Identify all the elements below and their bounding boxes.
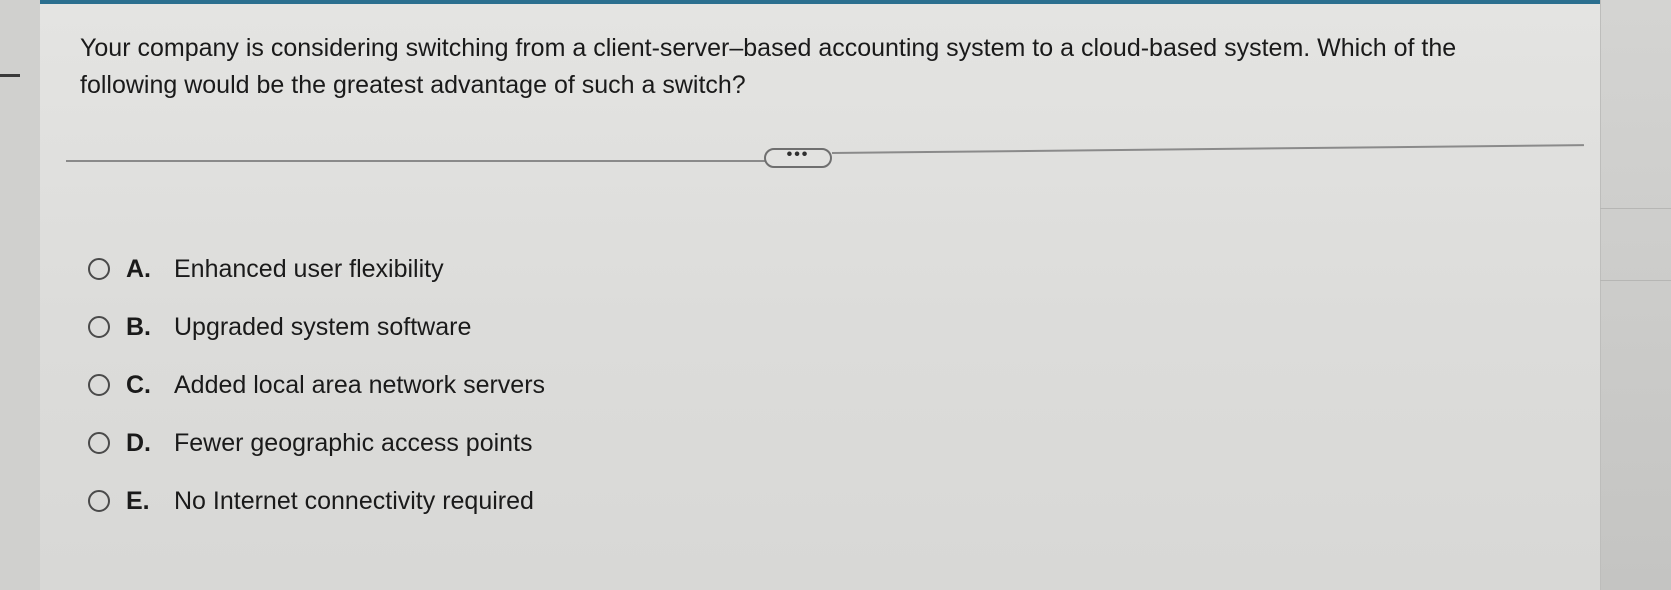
top-accent-bar <box>0 0 1671 4</box>
question-text: Your company is considering switching fr… <box>80 34 1457 99</box>
radio-button-icon[interactable] <box>88 432 110 454</box>
option-letter: D. <box>126 428 151 457</box>
option-c[interactable]: C. Added local area network servers <box>88 356 545 414</box>
option-letter: B. <box>126 312 151 341</box>
question-panel <box>40 4 1600 590</box>
option-letter: E. <box>126 486 150 515</box>
answer-options: A. Enhanced user flexibility B. Upgraded… <box>88 240 545 530</box>
option-b[interactable]: B. Upgraded system software <box>88 298 545 356</box>
option-text: Upgraded system software <box>174 312 472 341</box>
radio-button-icon[interactable] <box>88 490 110 512</box>
radio-button-icon[interactable] <box>88 374 110 396</box>
radio-button-icon[interactable] <box>88 258 110 280</box>
option-e[interactable]: E. No Internet connectivity required <box>88 472 545 530</box>
right-margin-rule <box>1600 280 1671 281</box>
right-margin <box>1600 0 1671 590</box>
left-gutter <box>0 0 40 590</box>
option-letter: C. <box>126 370 151 399</box>
option-text: No Internet connectivity required <box>174 486 534 515</box>
divider-left <box>66 160 766 162</box>
option-text: Fewer geographic access points <box>174 428 533 457</box>
option-d[interactable]: D. Fewer geographic access points <box>88 414 545 472</box>
option-letter: A. <box>126 254 151 283</box>
gutter-dash <box>0 74 20 77</box>
option-a[interactable]: A. Enhanced user flexibility <box>88 240 545 298</box>
option-text: Enhanced user flexibility <box>174 254 444 283</box>
expand-more-button[interactable]: ••• <box>764 147 832 168</box>
right-margin-rule <box>1600 208 1671 209</box>
option-text: Added local area network servers <box>174 370 546 399</box>
radio-button-icon[interactable] <box>88 316 110 338</box>
